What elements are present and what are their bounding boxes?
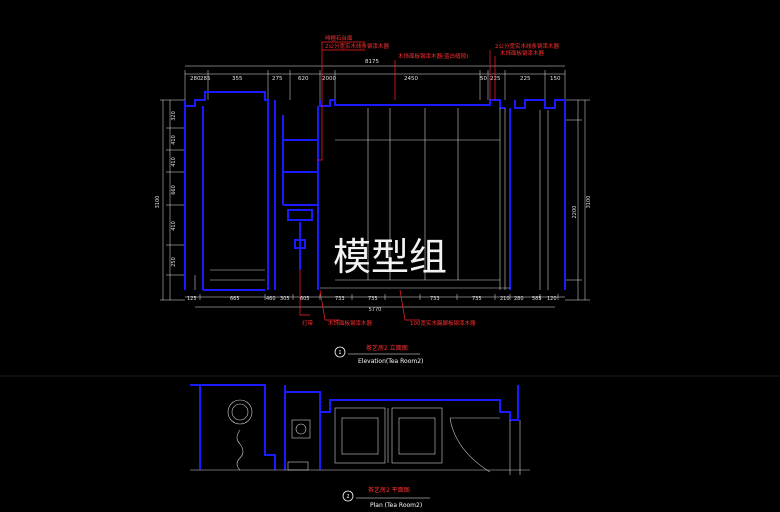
elevation-marker <box>334 346 346 358</box>
dim-bottom-overall: 5770 <box>369 307 382 313</box>
dim-bottom-6: 305 <box>280 296 290 302</box>
elevation-view: 8175 280 285 355 275 620 2000 2450 50 22… <box>155 34 592 365</box>
dim-top-14: 225 <box>490 76 501 82</box>
annotation-2: 2公分宽实木线条钢漆木器 <box>325 42 390 50</box>
elevation-outline <box>184 91 566 291</box>
armchair-2 <box>391 407 443 464</box>
annotation-8: 100宽实木踢脚板钢漆木器 <box>410 319 476 327</box>
dim-bottom-20: 120 <box>547 296 557 302</box>
plan-title-cn: 茶艺房2 平面图 <box>368 486 410 494</box>
dim-left-5: 410 <box>171 221 177 231</box>
dim-left-2: 410 <box>171 135 177 145</box>
elevation-title: 1 茶艺房2 立面图 Elevation(Tea Room2) <box>334 344 423 365</box>
elevation-marker-number: 1 <box>338 350 341 356</box>
plan-view: 2 茶艺房2 平面图 Plan (Tea Room2) <box>190 384 530 509</box>
left-dimension-text: 3100 320 410 410 660 410 250 <box>155 111 177 267</box>
annotation-5: 木饰面板钢漆木器 <box>500 49 545 57</box>
plant-outline <box>236 429 244 471</box>
right-dimensions <box>565 99 590 301</box>
dim-top-17: 150 <box>550 76 561 82</box>
annotation-text: 啡檀石台面 2公分宽实木线条钢漆木器 木饰面板钢漆木器(蓝白缝隙) 2公分宽实木… <box>302 34 560 327</box>
dim-left-1: 320 <box>171 111 177 121</box>
dim-bottom-16: 210 <box>500 296 510 302</box>
shelving <box>282 115 318 270</box>
right-dimension-text: 3100 2200 <box>572 196 592 219</box>
dim-bottom-9: 733 <box>335 296 345 302</box>
annotation-4: 2公分宽实木线条钢漆木器 <box>495 42 560 50</box>
dim-bottom-4: 460 <box>266 296 276 302</box>
dim-top-6: 275 <box>272 76 283 82</box>
annotation-6: 灯带 <box>302 319 314 327</box>
dim-bottom-17: 280 <box>514 296 524 302</box>
dim-right-overall: 3100 <box>586 196 592 209</box>
dim-bottom-2: 665 <box>230 296 240 302</box>
dim-bottom-12: 733 <box>430 296 440 302</box>
plan-title-en: Plan (Tea Room2) <box>370 502 422 509</box>
dim-left-4: 660 <box>171 185 177 195</box>
square-table <box>291 419 311 439</box>
annotation-leaders <box>299 41 496 321</box>
dim-right-inner: 2200 <box>572 206 578 219</box>
dim-top-7: 620 <box>298 76 309 82</box>
dim-top-4: 355 <box>232 76 243 82</box>
bottom-dimension-text: 125 665 460 305 605 733 735 733 735 210 … <box>187 296 557 313</box>
plan-marker <box>342 490 354 502</box>
dim-bottom-14: 735 <box>472 296 482 302</box>
elevation-title-cn: 茶艺房2 立面图 <box>366 344 408 352</box>
dim-bottom-10: 735 <box>368 296 378 302</box>
dim-top-16: 225 <box>520 76 531 82</box>
watermark: 模型组 <box>333 235 447 279</box>
dim-left-3: 410 <box>171 157 177 167</box>
armchair-1 <box>334 407 386 464</box>
door-swing <box>449 417 491 473</box>
dim-top-9: 2000 <box>322 76 336 82</box>
dim-bottom-7: 605 <box>300 296 310 302</box>
plan-details <box>190 399 530 475</box>
dim-top-overall: 8175 <box>365 59 379 65</box>
annotation-3: 木饰面板钢漆木器(蓝白缝隙) <box>398 52 468 60</box>
plan-title: 2 茶艺房2 平面图 Plan (Tea Room2) <box>342 486 430 509</box>
dim-top-13: 50 <box>480 76 487 82</box>
elevation-title-en: Elevation(Tea Room2) <box>358 358 423 365</box>
paneling <box>194 108 549 290</box>
top-dimension-text: 8175 280 285 355 275 620 2000 2450 50 22… <box>190 59 561 82</box>
plan-walls <box>190 384 519 470</box>
round-table <box>227 399 253 425</box>
plan-marker-number: 2 <box>346 494 349 500</box>
bottom-dimensions <box>185 294 565 308</box>
dim-top-11: 2450 <box>404 76 418 82</box>
dim-left-overall: 3100 <box>155 196 161 209</box>
dim-top-2: 285 <box>200 76 211 82</box>
dim-top-1: 280 <box>190 76 201 82</box>
top-dimensions <box>184 65 566 100</box>
dim-left-6: 250 <box>171 257 177 267</box>
dim-bottom-19: 585 <box>532 296 542 302</box>
annotation-7: 木饰面板钢漆木器 <box>328 319 373 327</box>
annotation-1: 啡檀石台面 <box>325 34 353 42</box>
dim-bottom-1: 125 <box>187 296 197 302</box>
left-dimensions <box>160 99 185 301</box>
